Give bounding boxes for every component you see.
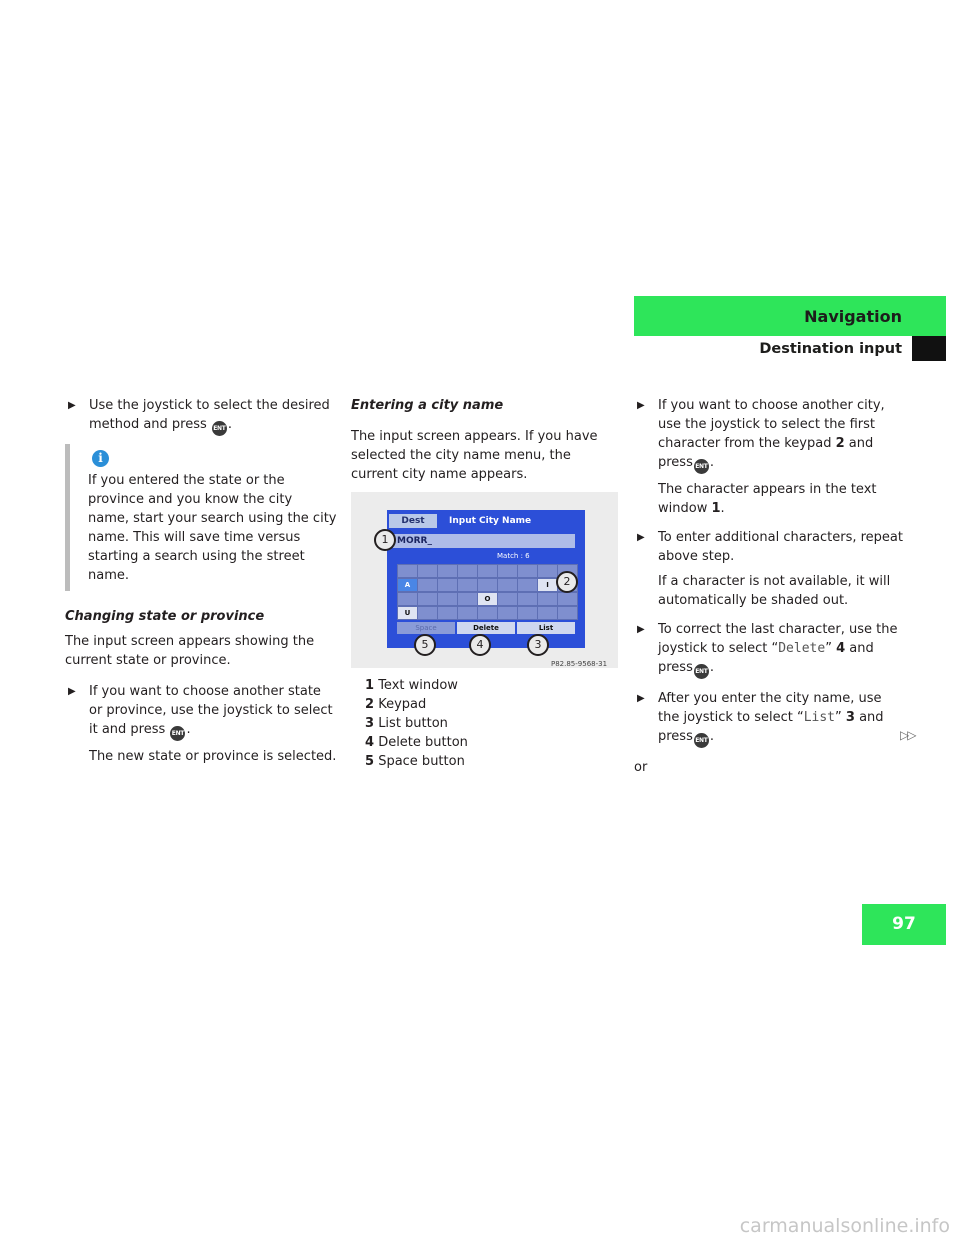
ent-button-icon: ENT	[693, 664, 709, 679]
note-shaded-out: If a character is not available, it will…	[658, 574, 891, 608]
page-number: 97	[862, 904, 946, 945]
bullet-icon: ▶	[637, 532, 645, 543]
watermark: carmanualsonline.info	[739, 1215, 950, 1237]
figure-code: P82.85-9568-31	[551, 660, 608, 668]
continue-arrows-icon: ▷▷	[900, 728, 917, 742]
legend-item: 2 Keypad	[365, 697, 427, 712]
bullet-icon: ▶	[637, 624, 645, 635]
bullet-icon: ▶	[68, 686, 76, 697]
callout-4: 4	[469, 634, 491, 656]
step-choose-city: ▶ If you want to choose another city, us…	[634, 396, 906, 474]
key-o[interactable]: O	[477, 592, 498, 606]
bullet-icon: ▶	[637, 693, 645, 704]
para-entering-city: The input screen appears. If you have se…	[351, 429, 598, 482]
callout-5: 5	[414, 634, 436, 656]
legend-item: 3 List button	[365, 716, 448, 731]
column-right: ▶ If you want to choose another city, us…	[634, 396, 906, 783]
figure-legend: 1 Text window 2 Keypad 3 List button 4 D…	[365, 676, 605, 771]
legend-item: 5 Space button	[365, 754, 465, 769]
space-button[interactable]: Space	[397, 622, 455, 634]
text-or: or	[634, 760, 648, 775]
legend-item: 1 Text window	[365, 678, 458, 693]
nav-screen: Dest Input City Name MORR_ Match : 6 A I	[387, 510, 585, 648]
screen-title: Input City Name	[449, 516, 532, 526]
callout-2: 2	[556, 571, 578, 593]
legend-item: 4 Delete button	[365, 735, 468, 750]
info-note: i If you entered the state or the provin…	[65, 444, 337, 591]
key-i[interactable]: I	[537, 578, 558, 592]
step-select-list: ▶ After you enter the city name, use the…	[634, 689, 906, 748]
tab-dest: Dest	[389, 514, 437, 528]
section-title: Navigation	[804, 306, 902, 326]
section-header-bar: Navigation	[634, 296, 946, 336]
ent-button-icon: ENT	[211, 421, 227, 436]
key-u[interactable]: U	[397, 606, 418, 620]
info-icon: i	[92, 450, 109, 467]
screen-figure: Dest Input City Name MORR_ Match : 6 A I	[351, 492, 618, 668]
column-middle: Entering a city name The input screen ap…	[351, 396, 621, 490]
bullet-icon: ▶	[637, 400, 645, 411]
step-choose-state: ▶ If you want to choose another state or…	[65, 682, 337, 741]
step-additional-chars: ▶ To enter additional characters, repeat…	[637, 530, 903, 564]
list-button[interactable]: List	[517, 622, 575, 634]
bullet-icon: ▶	[68, 400, 76, 411]
match-count: Match : 6	[497, 552, 530, 560]
callout-3: 3	[527, 634, 549, 656]
ent-button-icon: ENT	[170, 726, 186, 741]
header-marker	[912, 336, 946, 361]
key-a[interactable]: A	[397, 578, 418, 592]
note-state-selected: The new state or province is selected.	[89, 749, 337, 764]
ent-button-icon: ENT	[693, 733, 709, 748]
heading-entering-city: Entering a city name	[351, 398, 504, 413]
ent-button-icon: ENT	[693, 459, 709, 474]
section-subtitle: Destination input	[759, 341, 902, 357]
text-window: MORR_	[393, 534, 575, 548]
info-text: If you entered the state or the province…	[88, 473, 337, 583]
note-character-appears: The character appears in the text window…	[658, 482, 877, 516]
delete-button[interactable]: Delete	[457, 622, 515, 634]
column-left: ▶ Use the joystick to select the desired…	[65, 396, 337, 772]
para-changing-state: The input screen appears showing the cur…	[65, 634, 315, 668]
step-correct-character: ▶ To correct the last character, use the…	[634, 620, 906, 679]
heading-changing-state: Changing state or province	[65, 609, 265, 624]
callout-1: 1	[374, 529, 396, 551]
step-select-method: ▶ Use the joystick to select the desired…	[65, 396, 337, 436]
